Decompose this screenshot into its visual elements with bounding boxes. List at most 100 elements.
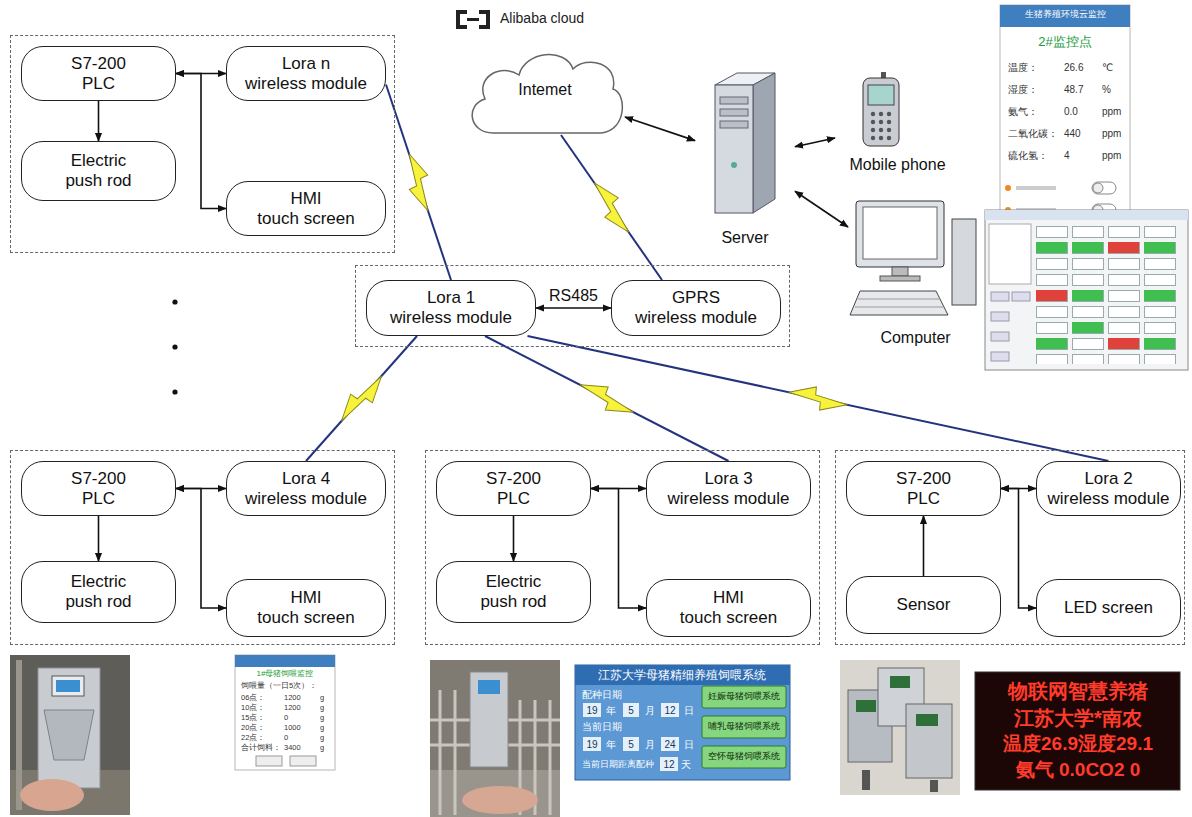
signal-arrow	[513, 516, 515, 561]
lightning-bolt	[585, 177, 637, 239]
feeding-app-screenshot	[290, 756, 316, 766]
hmi-screenshot	[575, 665, 790, 685]
text-line: Lora n	[245, 54, 367, 74]
signal-arrow	[98, 516, 100, 561]
feeding-app-text: 06点：	[241, 694, 265, 702]
hmi-screen-text: 配种日期	[582, 689, 622, 700]
node-label: Sensor	[897, 595, 951, 615]
feeding-app-text: g	[320, 704, 324, 712]
feeding-app-text: 15点：	[241, 714, 265, 722]
feeder-photo	[10, 655, 130, 815]
hmi-screen-text: 江苏大学母猪精细养殖饲喂系统	[598, 669, 766, 682]
software-screenshot	[1144, 242, 1175, 253]
hmi-screen-text: 月	[645, 705, 655, 716]
hmi-screenshot	[661, 703, 679, 717]
lightning-bolt	[786, 381, 849, 415]
alibaba-logo	[467, 18, 479, 21]
hmi-screen-text: 日	[684, 705, 694, 716]
feeding-app-text: 0	[284, 714, 288, 722]
software-screenshot	[1108, 338, 1139, 349]
server-icon	[753, 73, 775, 213]
feeding-app-text: 10点：	[241, 704, 265, 712]
text-line: Lora 1	[390, 288, 512, 308]
feeding-app-text: g	[320, 734, 324, 742]
hmi-screen-text: 年	[606, 739, 616, 750]
wireless-link	[561, 135, 662, 280]
sensor-devices-photo	[906, 704, 952, 778]
phone-icon	[879, 112, 883, 116]
phone-icon	[835, 72, 960, 149]
computer-icon	[855, 299, 944, 307]
hmi-screenshot	[702, 716, 786, 738]
cloud-provider-label: Alibaba cloud	[500, 11, 584, 26]
text-line: wireless module	[245, 489, 367, 509]
phone-screen-text: 二氧化碳：	[1008, 128, 1058, 139]
edge-label: RS485	[547, 287, 600, 305]
sensor-devices-photo	[930, 780, 938, 792]
module-box: Lora 4 wireless module	[226, 461, 386, 516]
phone-screen-text: ppm	[1102, 150, 1121, 161]
sow-pen-photo	[462, 786, 538, 814]
software-screenshot	[991, 312, 1009, 321]
node-label: S7-200 PLC	[71, 469, 126, 508]
led-screen-text: 江苏大学*南农	[1014, 707, 1142, 729]
phone-screen-text: 48.7	[1064, 84, 1083, 95]
software-screenshot	[1144, 290, 1175, 301]
feeder-photo	[52, 676, 84, 696]
software-screenshot	[1036, 242, 1067, 253]
node-label: HMI touch screen	[257, 588, 354, 627]
computer-icon	[880, 276, 920, 281]
text-line: Lora 3	[668, 469, 790, 489]
feeding-app-text: 1000	[284, 724, 301, 732]
text-line: HMI	[257, 189, 354, 209]
phone-screen-text: 4	[1064, 150, 1070, 161]
text-line: wireless module	[390, 308, 512, 328]
software-screenshot	[1036, 226, 1180, 364]
feeding-app-text: 1200	[284, 694, 301, 702]
led-screen	[975, 672, 1180, 790]
phone-screen-text: ppm	[1102, 106, 1121, 117]
signal-arrow	[176, 74, 226, 209]
module-box: S7-200 PLC	[436, 461, 591, 516]
text-line: S7-200	[71, 54, 126, 74]
signal-arrow	[176, 489, 226, 609]
node-label: LED screen	[1064, 598, 1153, 618]
node-label: Mobile phone	[849, 156, 945, 174]
hmi-screen-text: 哺乳母猪饲喂系统	[708, 722, 780, 732]
phone-icon: Mobile phone	[835, 72, 960, 177]
text-line: HMI	[257, 588, 354, 608]
node-label: Lora 2 wireless module	[1048, 469, 1170, 508]
node-label: Electric push rod	[480, 572, 546, 611]
software-screenshot	[991, 292, 1009, 301]
computer-icon	[892, 267, 908, 276]
feeding-app-text: g	[320, 694, 324, 702]
node-label: Lora 1 wireless module	[390, 288, 512, 327]
hmi-screen-text: 日	[684, 739, 694, 750]
text-line: push rod	[65, 171, 131, 191]
phone-icon	[871, 112, 875, 116]
phone-app-screenshot	[1005, 185, 1011, 191]
text-line: Lora 2	[1048, 469, 1170, 489]
hmi-screenshot	[623, 737, 639, 751]
node-label: Lora 4 wireless module	[245, 469, 367, 508]
text-line: PLC	[71, 74, 126, 94]
hmi-screenshot	[583, 737, 601, 751]
computer-icon	[850, 291, 948, 315]
feeding-app-text: g	[320, 724, 324, 732]
alibaba-logo	[456, 10, 490, 29]
phone-icon	[887, 120, 891, 124]
phone-screen-text: 硫化氢：	[1008, 150, 1048, 161]
phone-icon	[863, 78, 899, 146]
cloud-shape: Intemet	[465, 45, 625, 135]
module-box: Lora 3 wireless module	[646, 461, 811, 516]
feeder-photo	[10, 655, 130, 815]
signal-arrow	[1001, 489, 1036, 609]
text-line: GPRS	[635, 288, 757, 308]
feeding-app-text: 22点：	[241, 734, 265, 742]
group-box: S7-200 PLCLora 4 wireless moduleElectric…	[10, 450, 395, 645]
software-screenshot	[991, 332, 1009, 341]
module-box: Lora n wireless module	[226, 46, 386, 101]
software-screenshot	[985, 210, 1188, 370]
sensor-devices-photo	[856, 700, 876, 712]
phone-screen-text: %	[1102, 84, 1111, 95]
